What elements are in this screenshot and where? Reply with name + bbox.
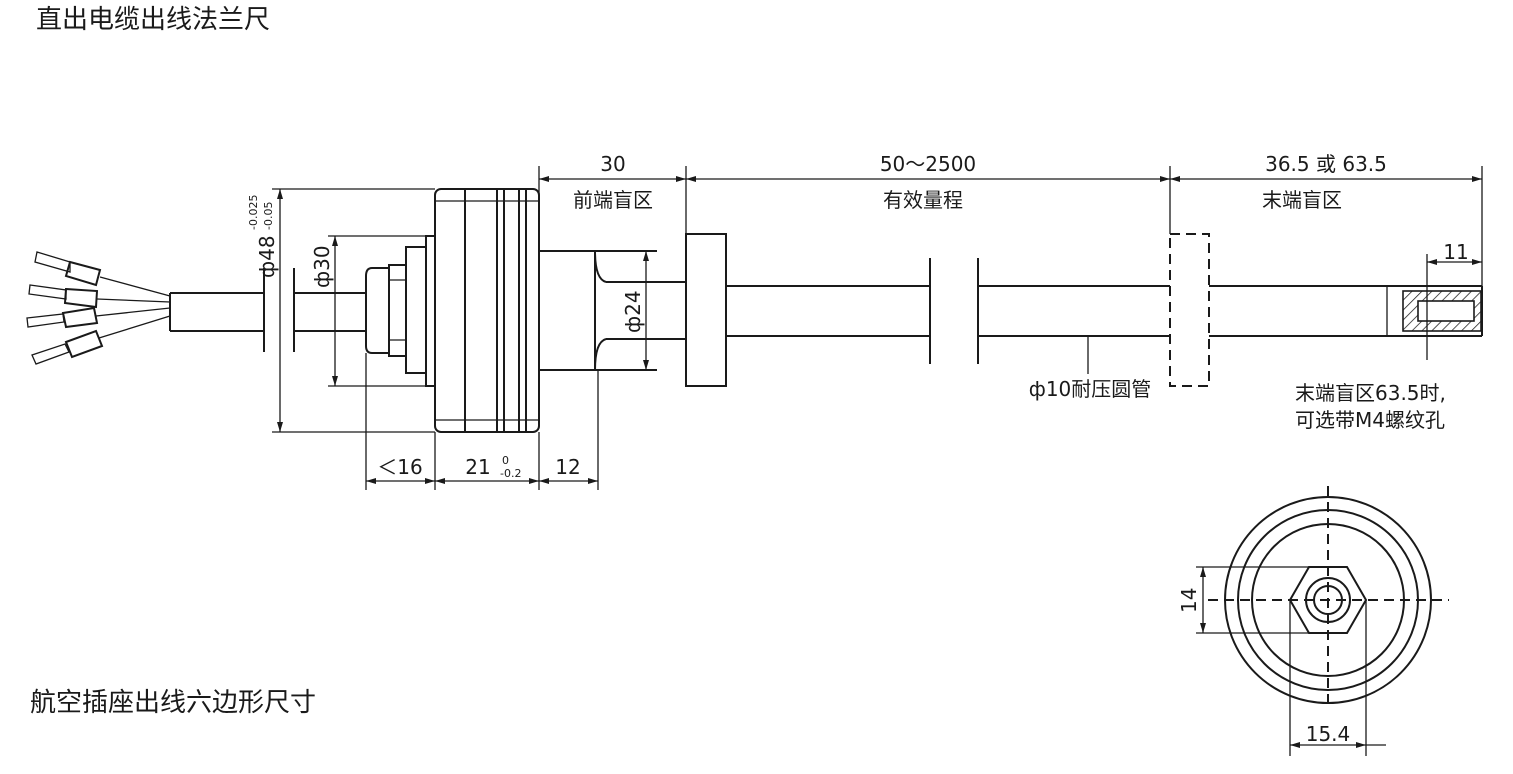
hex-width-dimension bbox=[1289, 600, 1386, 756]
cable-wires bbox=[26, 251, 171, 365]
flange-body bbox=[425, 188, 540, 433]
end-zone-label: 末端盲区 bbox=[1262, 188, 1342, 212]
top-dimension-chain bbox=[538, 166, 1483, 286]
front-zone-label: 前端盲区 bbox=[573, 188, 653, 212]
hex-height-label: 14 bbox=[1177, 588, 1201, 613]
neck-length-label: 12 bbox=[555, 455, 580, 479]
cable bbox=[169, 268, 366, 352]
end-thread-section bbox=[1402, 290, 1482, 332]
cable-gland bbox=[365, 246, 427, 374]
body-length-label: 21 bbox=[465, 455, 490, 479]
effective-zone-label: 有效量程 bbox=[883, 188, 963, 212]
hex-width-label: 15.4 bbox=[1306, 722, 1351, 746]
tail-length-label: 11 bbox=[1443, 240, 1468, 264]
bottom-dimension-chain bbox=[365, 353, 599, 490]
neck-diameter-dimension bbox=[643, 251, 649, 370]
boss-diameter-dimension bbox=[328, 235, 426, 387]
neck-diameter-label: ф24 bbox=[621, 290, 645, 333]
tube-note: ф10耐压圆管 bbox=[1029, 377, 1152, 401]
float-magnet-end-position bbox=[1169, 233, 1210, 387]
tube-rod bbox=[606, 258, 1483, 364]
top-title: 直出电缆出线法兰尺 bbox=[36, 5, 270, 35]
end-length-label: 36.5 或 63.5 bbox=[1265, 152, 1387, 176]
gland-length-label: ＜16 bbox=[377, 455, 422, 479]
end-note-line2: 可选带M4螺纹孔 bbox=[1295, 408, 1445, 432]
effective-length-label: 50～2500 bbox=[880, 152, 976, 176]
flange-diameter-dimension bbox=[272, 188, 435, 433]
float-magnet bbox=[685, 233, 727, 387]
boss-diameter-label: ф30 bbox=[310, 245, 334, 288]
body-tol-upper: 0 bbox=[502, 454, 509, 467]
hex-height-dimension bbox=[1196, 566, 1309, 634]
end-note-line1: 末端盲区63.5时, bbox=[1295, 381, 1446, 405]
tail-dimension bbox=[1426, 254, 1482, 360]
body-tol-lower: -0.2 bbox=[500, 467, 521, 480]
neck bbox=[539, 250, 657, 371]
flange-tol-lower: -0.05 bbox=[262, 202, 275, 230]
flange-diameter-label: ф48 bbox=[255, 235, 279, 278]
front-length-label: 30 bbox=[600, 152, 625, 176]
hex-end-view bbox=[1208, 486, 1449, 705]
bottom-title: 航空插座出线六边形尺寸 bbox=[30, 688, 316, 718]
flange-tol-upper: -0.025 bbox=[247, 195, 260, 230]
